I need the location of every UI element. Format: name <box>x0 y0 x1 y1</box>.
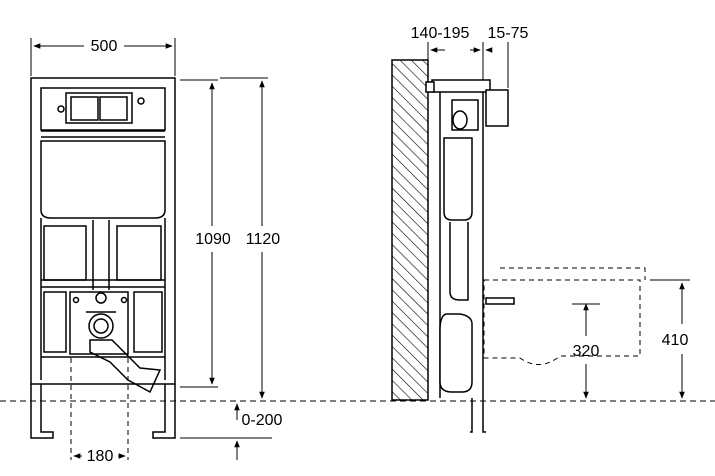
dim-height-320: 320 <box>573 343 600 360</box>
flush-button-left <box>70 96 99 121</box>
wall-hatched <box>391 59 429 401</box>
dim-height-1090: 1090 <box>195 231 231 248</box>
drain-elbow <box>89 339 162 394</box>
flush-button-right <box>99 96 128 121</box>
dim-height-1120: 1120 <box>246 231 281 248</box>
dim-spacing-180: 180 <box>87 448 114 465</box>
frame-outer <box>30 77 176 385</box>
leg-right <box>152 384 176 439</box>
leg-left <box>30 384 54 439</box>
flush-plate <box>65 92 133 124</box>
dim-floor-0-200: 0-200 <box>242 412 283 429</box>
dim-width-500: 500 <box>91 38 118 55</box>
dim-depth-140-195: 140-195 <box>411 25 470 42</box>
toilet-bowl-outline <box>483 279 641 365</box>
waste-pipe-side <box>439 313 473 393</box>
front-view <box>30 77 176 439</box>
side-dimensions <box>427 42 690 399</box>
frame-inner-top <box>40 87 166 131</box>
side-view <box>391 59 646 433</box>
cistern <box>40 140 166 219</box>
flush-actuator <box>485 89 509 127</box>
front-dimensions <box>30 38 272 460</box>
mounting-bracket <box>69 291 129 355</box>
cistern-side <box>443 137 473 221</box>
dim-depth-15-75: 15-75 <box>488 25 529 42</box>
dim-height-410: 410 <box>662 332 689 349</box>
